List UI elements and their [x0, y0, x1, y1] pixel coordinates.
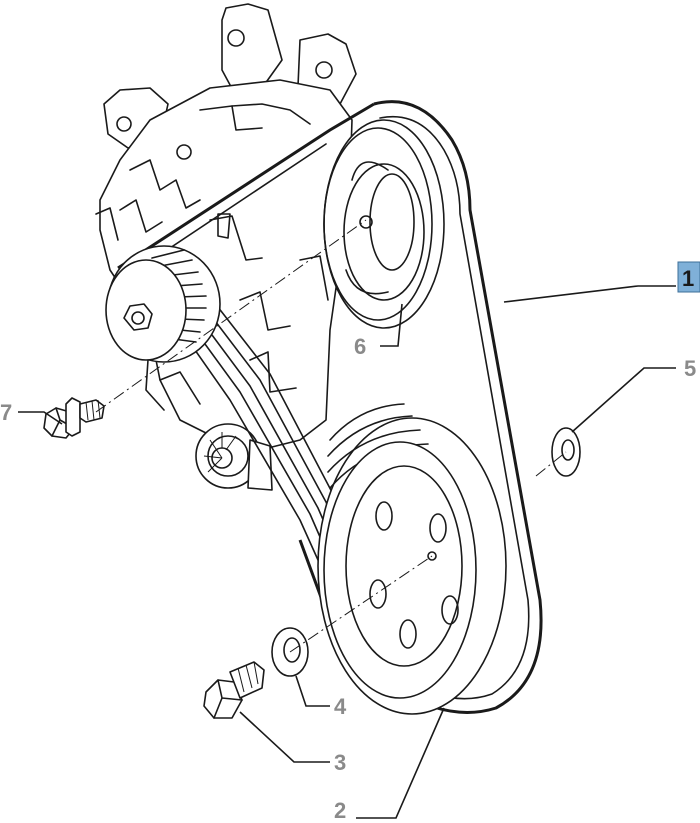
alternator: [95, 3, 357, 491]
leader-lines: [18, 285, 676, 819]
leader-5: [571, 367, 676, 433]
leader-2: [356, 707, 445, 819]
upper-pulley: [323, 119, 445, 329]
callout-2[interactable]: 2: [334, 798, 346, 823]
leader-3: [239, 711, 330, 763]
leader-7: [18, 411, 63, 425]
callout-6[interactable]: 6: [354, 334, 366, 359]
leader-4: [295, 675, 330, 707]
callout-1[interactable]: 1: [682, 266, 694, 291]
center-axes: [95, 219, 567, 653]
callout-4[interactable]: 4: [334, 694, 347, 719]
crankshaft-pulley: [317, 403, 507, 715]
leader-1: [503, 285, 676, 303]
callout-5[interactable]: 5: [684, 356, 696, 381]
callout-1-highlight-box[interactable]: [677, 261, 700, 293]
callout-7[interactable]: 7: [0, 400, 12, 425]
bolt-item-3: [203, 661, 265, 719]
callouts: 1 5 6 7 4 3 2: [0, 261, 700, 823]
leader-6: [380, 303, 403, 347]
callout-3[interactable]: 3: [334, 750, 346, 775]
bolt-item-7: [43, 397, 105, 439]
alternator-pulley: [105, 245, 221, 363]
